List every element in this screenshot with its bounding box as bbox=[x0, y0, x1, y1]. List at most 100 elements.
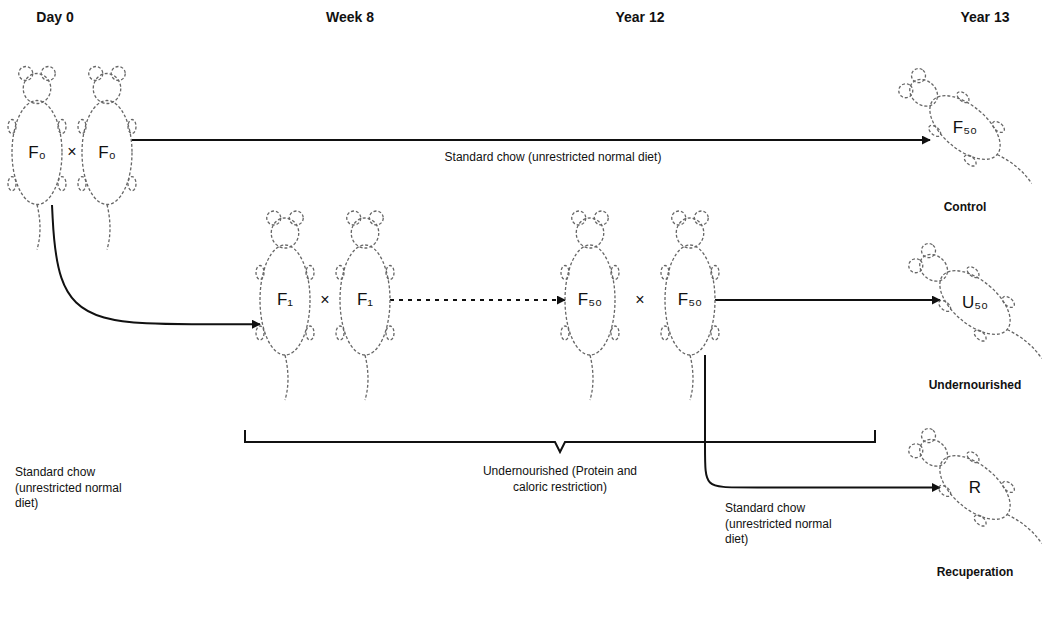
tail-outline bbox=[37, 205, 40, 250]
leg-outline bbox=[711, 266, 719, 280]
leg-outline bbox=[256, 326, 264, 340]
leg-outline bbox=[386, 266, 394, 280]
leg-outline bbox=[561, 266, 569, 280]
leg-outline bbox=[661, 326, 669, 340]
ear-outline bbox=[347, 211, 361, 225]
leg-outline bbox=[128, 177, 136, 191]
leg-outline bbox=[78, 177, 86, 191]
leg-outline bbox=[611, 326, 619, 340]
ear-outline bbox=[89, 67, 103, 81]
leg-outline bbox=[336, 266, 344, 280]
body-outline bbox=[929, 259, 1022, 347]
ear-outline bbox=[41, 67, 55, 81]
body-outline bbox=[340, 245, 390, 355]
leg-outline bbox=[58, 177, 66, 191]
ear-outline bbox=[267, 211, 281, 225]
ear-outline bbox=[906, 441, 926, 461]
ear-outline bbox=[672, 211, 686, 225]
flow-arrow bbox=[52, 205, 260, 324]
leg-outline bbox=[8, 177, 16, 191]
tail-outline bbox=[997, 152, 1033, 183]
ear-outline bbox=[19, 67, 33, 81]
group-heading: Control bbox=[944, 200, 987, 214]
leg-outline bbox=[955, 90, 971, 105]
note-text: Undernourished (Protein and caloric rest… bbox=[470, 464, 650, 495]
cross-symbol: × bbox=[62, 142, 82, 163]
ear-outline bbox=[111, 67, 125, 81]
generation-label: U₅₀ bbox=[962, 293, 988, 313]
generation-label: R bbox=[969, 478, 981, 498]
flow-arrow bbox=[715, 299, 940, 301]
leg-outline bbox=[962, 153, 978, 168]
leg-outline bbox=[927, 123, 943, 138]
ear-outline bbox=[909, 66, 929, 86]
animal-node: F₅₀ bbox=[665, 245, 715, 355]
ear-outline bbox=[594, 211, 608, 225]
ear-outline bbox=[369, 211, 383, 225]
diet-label: Standard chow (unrestricted normal diet) bbox=[722, 500, 858, 549]
leg-outline bbox=[661, 266, 669, 280]
animal-node: F₅₀Control bbox=[930, 90, 1000, 165]
cross-symbol: × bbox=[310, 290, 340, 311]
timepoint-heading: Day 0 bbox=[5, 8, 105, 26]
generation-label: F₅₀ bbox=[678, 290, 702, 310]
tail-outline bbox=[107, 205, 110, 250]
head-outline bbox=[576, 218, 604, 248]
leg-outline bbox=[256, 266, 264, 280]
head-outline bbox=[351, 218, 379, 248]
leg-outline bbox=[991, 119, 1007, 134]
body-outline bbox=[12, 101, 62, 205]
tail-outline bbox=[590, 355, 593, 400]
ear-outline bbox=[896, 81, 916, 101]
leg-outline bbox=[128, 120, 136, 134]
leg-outline bbox=[336, 326, 344, 340]
leg-outline bbox=[972, 513, 988, 528]
head-outline bbox=[93, 74, 121, 104]
leg-outline bbox=[937, 298, 953, 313]
dotted-arrow bbox=[390, 299, 565, 301]
tail-outline bbox=[1007, 512, 1043, 543]
timepoint-heading: Week 8 bbox=[300, 8, 400, 26]
group-heading: Recuperation bbox=[937, 565, 1014, 579]
flow-arrow bbox=[705, 355, 940, 488]
rat-outline bbox=[870, 380, 1060, 595]
head-outline bbox=[914, 249, 953, 287]
body-outline bbox=[929, 444, 1022, 532]
ear-outline bbox=[289, 211, 303, 225]
leg-outline bbox=[58, 120, 66, 134]
generation-label: F₁ bbox=[357, 290, 373, 310]
leg-outline bbox=[972, 328, 988, 343]
head-outline bbox=[904, 74, 943, 112]
leg-outline bbox=[78, 120, 86, 134]
leg-outline bbox=[965, 450, 981, 465]
animal-node: F₅₀ bbox=[565, 245, 615, 355]
generation-label: F₅₀ bbox=[953, 118, 977, 138]
body-outline bbox=[665, 245, 715, 355]
leg-outline bbox=[937, 483, 953, 498]
generation-label: F₁ bbox=[277, 290, 293, 310]
flow-arrow bbox=[132, 139, 930, 141]
body-outline bbox=[260, 245, 310, 355]
generation-label: F₅₀ bbox=[578, 290, 602, 310]
tail-outline bbox=[365, 355, 368, 400]
timepoint-heading: Year 12 bbox=[590, 8, 690, 26]
leg-outline bbox=[306, 266, 314, 280]
leg-outline bbox=[306, 326, 314, 340]
head-outline bbox=[271, 218, 299, 248]
ear-outline bbox=[694, 211, 708, 225]
head-outline bbox=[914, 434, 953, 472]
leg-outline bbox=[386, 326, 394, 340]
animal-node: RRecuperation bbox=[940, 450, 1010, 525]
body-outline bbox=[565, 245, 615, 355]
animal-node: F₀ bbox=[12, 100, 62, 205]
generation-label: F₀ bbox=[98, 143, 115, 163]
ear-outline bbox=[919, 241, 939, 261]
tail-outline bbox=[1007, 327, 1043, 358]
body-outline bbox=[919, 84, 1012, 172]
animal-node: F₁ bbox=[340, 245, 390, 355]
timepoint-heading: Year 13 bbox=[935, 8, 1035, 26]
ear-outline bbox=[919, 426, 939, 446]
leg-outline bbox=[611, 266, 619, 280]
ear-outline bbox=[572, 211, 586, 225]
